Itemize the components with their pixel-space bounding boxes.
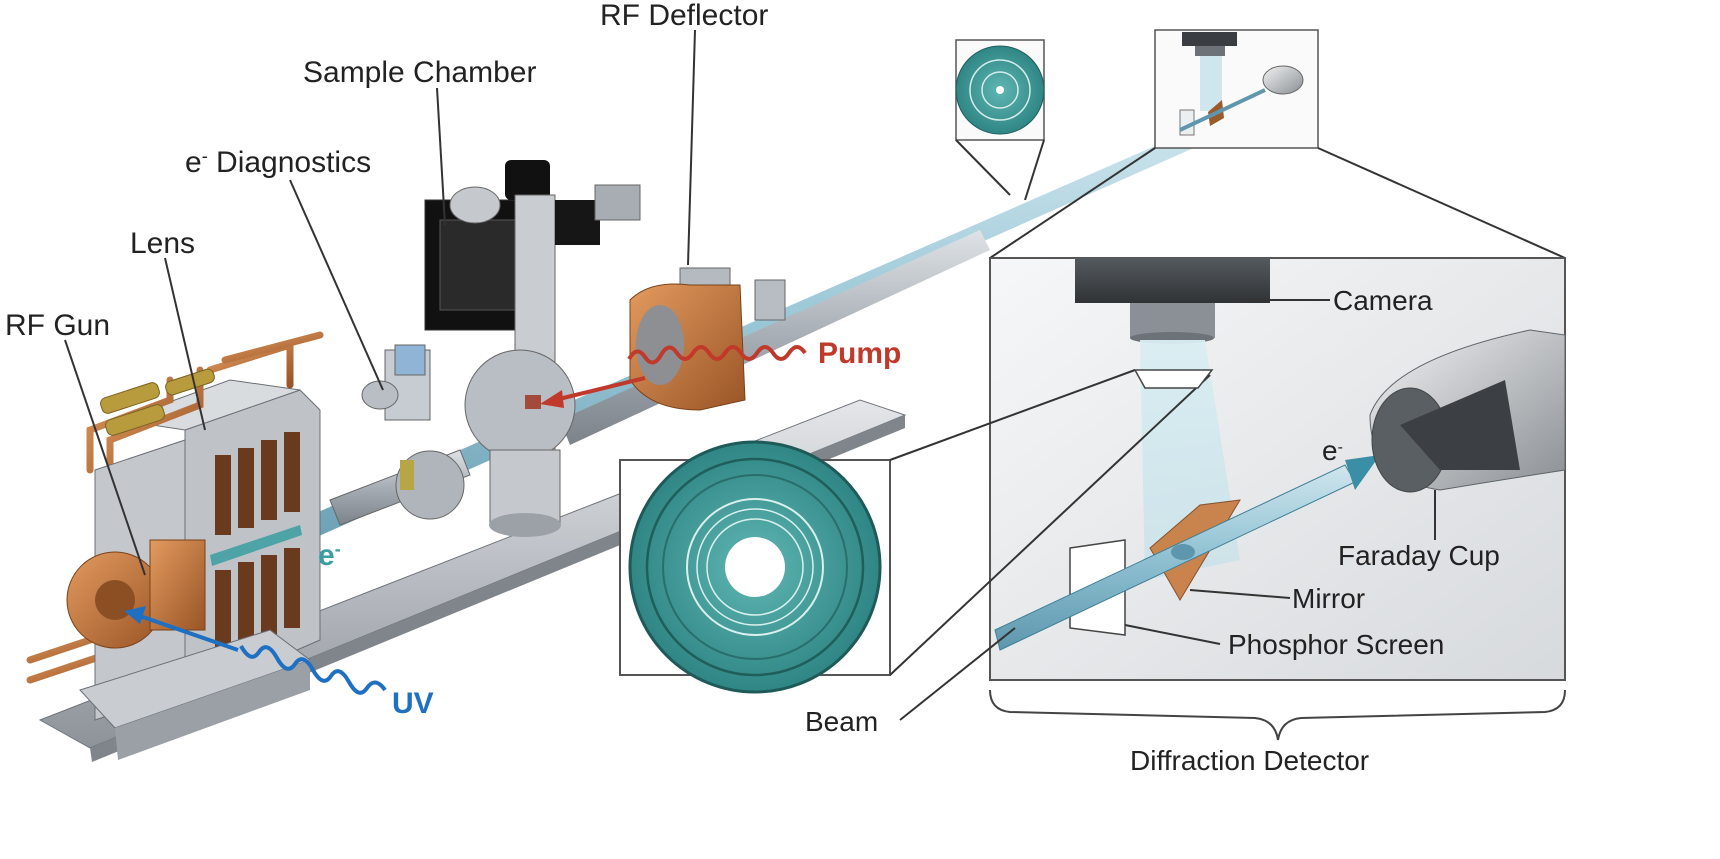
label-pump: Pump bbox=[818, 337, 901, 370]
beam-pipe-main bbox=[560, 230, 990, 445]
label-e-detector: e- bbox=[1322, 435, 1343, 466]
camera-body bbox=[1075, 258, 1270, 303]
label-diffraction-detector: Diffraction Detector bbox=[1130, 745, 1369, 776]
label-mirror: Mirror bbox=[1292, 583, 1365, 614]
label-rf-deflector: RF Deflector bbox=[600, 0, 768, 32]
pump-laser bbox=[540, 345, 807, 408]
label-e-diagnostics: e- Diagnostics bbox=[185, 146, 371, 179]
uv-arrow bbox=[139, 614, 239, 652]
label-camera: Camera bbox=[1333, 285, 1433, 316]
uv-wave bbox=[239, 644, 387, 695]
detector-zoom-panel bbox=[989, 257, 1566, 681]
uv-arrowhead bbox=[124, 606, 146, 624]
diffraction-pattern-inset bbox=[619, 369, 1214, 694]
e-detector-base: e bbox=[1322, 435, 1338, 466]
label-phosphor-screen: Phosphor Screen bbox=[1228, 629, 1444, 660]
e-beam-sup: - bbox=[335, 539, 341, 559]
gold-fittings bbox=[100, 368, 215, 436]
e-diagnostics-e: e bbox=[185, 146, 202, 179]
detector-beam-arrowhead bbox=[1345, 455, 1380, 490]
far-detector-thumb bbox=[1154, 29, 1319, 149]
e-beam-base: e bbox=[318, 539, 335, 572]
lens-assembly bbox=[119, 379, 321, 691]
e-detector-sup: - bbox=[1338, 439, 1343, 456]
detector-brace bbox=[989, 689, 1566, 741]
electron-beam-segment bbox=[210, 525, 302, 566]
pump-arrowhead bbox=[540, 390, 564, 408]
uv-laser bbox=[124, 606, 387, 695]
label-uv: UV bbox=[392, 687, 434, 720]
faraday-cup bbox=[1369, 329, 1566, 493]
rf-deflector-cavity bbox=[629, 267, 786, 411]
label-e-beam: e- bbox=[318, 539, 341, 572]
sample-chamber-body bbox=[424, 160, 641, 537]
label-faraday-cup: Faraday Cup bbox=[1338, 540, 1500, 571]
diagnostics-chamber bbox=[329, 344, 471, 526]
label-sample-chamber: Sample Chamber bbox=[303, 56, 536, 89]
far-pattern-thumb bbox=[955, 39, 1045, 201]
e-diagnostics-rest: Diagnostics bbox=[208, 146, 371, 179]
zoom-line-right bbox=[1317, 147, 1566, 259]
leader-lines bbox=[64, 29, 1016, 721]
zoom-line-left bbox=[989, 147, 1156, 259]
pump-wave bbox=[627, 345, 807, 365]
e-diagnostics-sup: - bbox=[202, 146, 208, 166]
label-beam: Beam bbox=[805, 706, 878, 737]
label-lens: Lens bbox=[130, 227, 195, 260]
pump-arrow bbox=[554, 376, 646, 402]
rf-gun-body bbox=[66, 439, 312, 760]
label-rf-gun: RF Gun bbox=[5, 309, 110, 342]
